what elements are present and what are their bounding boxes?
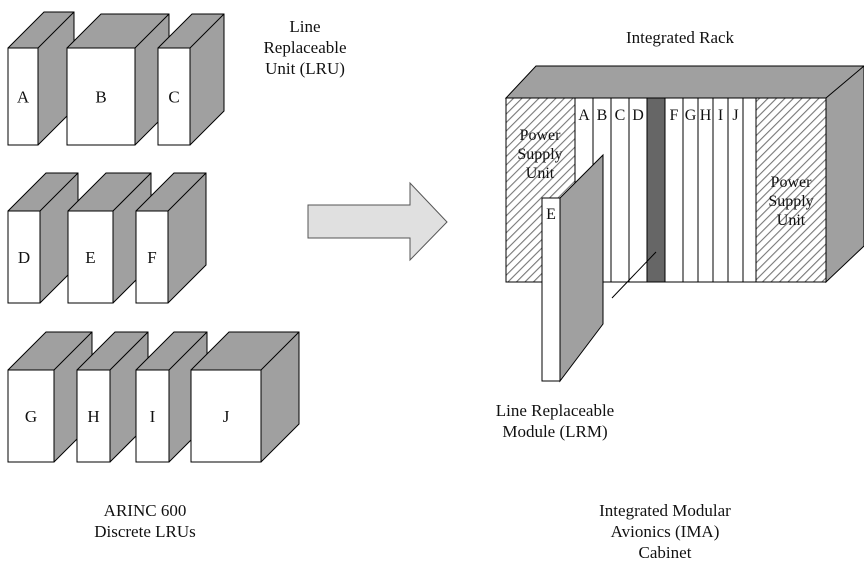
power-supply-label-line: Power bbox=[771, 174, 813, 191]
lru-box-front bbox=[135, 369, 170, 463]
lru-label: I bbox=[150, 407, 156, 426]
module-slot bbox=[697, 97, 714, 283]
lru-label: E bbox=[85, 248, 95, 267]
lru-box-g: G bbox=[7, 331, 93, 463]
ima-caption: Integrated Modular Avionics (IMA) Cabine… bbox=[599, 501, 731, 562]
module-slot bbox=[742, 97, 757, 283]
module-slot-label: I bbox=[718, 107, 723, 124]
lru-box-front bbox=[76, 369, 111, 463]
lru-box-edge bbox=[109, 331, 149, 371]
lru-box-front bbox=[157, 47, 191, 146]
lru-box-edge bbox=[37, 11, 75, 49]
module-slot bbox=[610, 97, 630, 283]
lru-box-b: B bbox=[66, 13, 170, 146]
lru-label: C bbox=[168, 88, 179, 107]
module-slot bbox=[727, 97, 744, 283]
lru-box-edge bbox=[39, 172, 79, 212]
lru-box-d: D bbox=[7, 172, 79, 304]
module-slot-label: B bbox=[597, 107, 608, 124]
module-slot-label: D bbox=[632, 107, 644, 124]
lru-box-front bbox=[7, 47, 39, 146]
lru-box-edge bbox=[53, 331, 93, 371]
lru-label: G bbox=[25, 407, 37, 426]
power-supply-label-line: Supply bbox=[517, 146, 562, 163]
lru-box-front bbox=[7, 369, 55, 463]
lrm-connector-line bbox=[611, 251, 657, 299]
module-slot-label: H bbox=[700, 107, 712, 124]
lru-box-front bbox=[7, 210, 41, 304]
module-slot-label: G bbox=[685, 107, 697, 124]
lru-box-edge bbox=[134, 13, 170, 49]
lru-box-j: J bbox=[190, 331, 300, 463]
power-supply-label-line: Power bbox=[520, 127, 562, 144]
lrm-front-face bbox=[541, 197, 561, 382]
lru-box-edge bbox=[112, 172, 152, 212]
lru-label: B bbox=[95, 88, 106, 107]
rack-title: Integrated Rack bbox=[625, 28, 735, 47]
lru-box-i: I bbox=[135, 331, 208, 463]
rack-top-face bbox=[504, 65, 864, 99]
lru-box-c: C bbox=[157, 13, 225, 146]
module-slot-label: J bbox=[732, 107, 738, 124]
module-slot bbox=[712, 97, 729, 283]
power-supply-right bbox=[755, 97, 827, 283]
lru-box-front bbox=[190, 369, 262, 463]
lru-box-edge bbox=[260, 331, 300, 371]
lru-box-edge bbox=[168, 331, 208, 371]
module-slot-label: F bbox=[670, 107, 679, 124]
lru-label: H bbox=[87, 407, 99, 426]
power-supply-label-line: Unit bbox=[526, 165, 555, 182]
lru-box-edge bbox=[167, 172, 207, 212]
module-slot bbox=[682, 97, 699, 283]
lru-caption: Line Replaceable Unit (LRU) bbox=[263, 17, 347, 78]
lru-box-f: F bbox=[135, 172, 207, 304]
lru-box-front bbox=[67, 210, 114, 304]
power-supply-label-line: Supply bbox=[768, 193, 813, 210]
arinc-caption: ARINC 600 Discrete LRUs bbox=[94, 501, 196, 541]
module-slot-label: C bbox=[615, 107, 626, 124]
lru-label: F bbox=[147, 248, 156, 267]
module-slot bbox=[628, 97, 648, 283]
lru-label: A bbox=[17, 88, 30, 107]
lru-box-edge bbox=[189, 13, 225, 49]
power-supply-label-line: Unit bbox=[777, 212, 806, 229]
arrow-icon bbox=[307, 181, 448, 262]
lru-box-front bbox=[135, 210, 169, 304]
lru-box-e: E bbox=[67, 172, 152, 304]
module-slot-label: A bbox=[578, 107, 590, 124]
module-slot bbox=[664, 97, 684, 283]
lru-label: D bbox=[18, 248, 30, 267]
lru-label: J bbox=[223, 407, 230, 426]
removed-lrm: E bbox=[541, 153, 604, 383]
lru-box-a: A bbox=[7, 11, 75, 146]
lru-box-h: H bbox=[76, 331, 149, 463]
discrete-lru-group: A B C D E F G H I J bbox=[7, 11, 300, 463]
module-slot-filled bbox=[646, 97, 666, 283]
lrm-label: E bbox=[546, 206, 556, 223]
lru-box-front bbox=[66, 47, 136, 146]
lrm-caption: Line Replaceable Module (LRM) bbox=[495, 401, 615, 441]
rack-side-face bbox=[825, 65, 864, 284]
